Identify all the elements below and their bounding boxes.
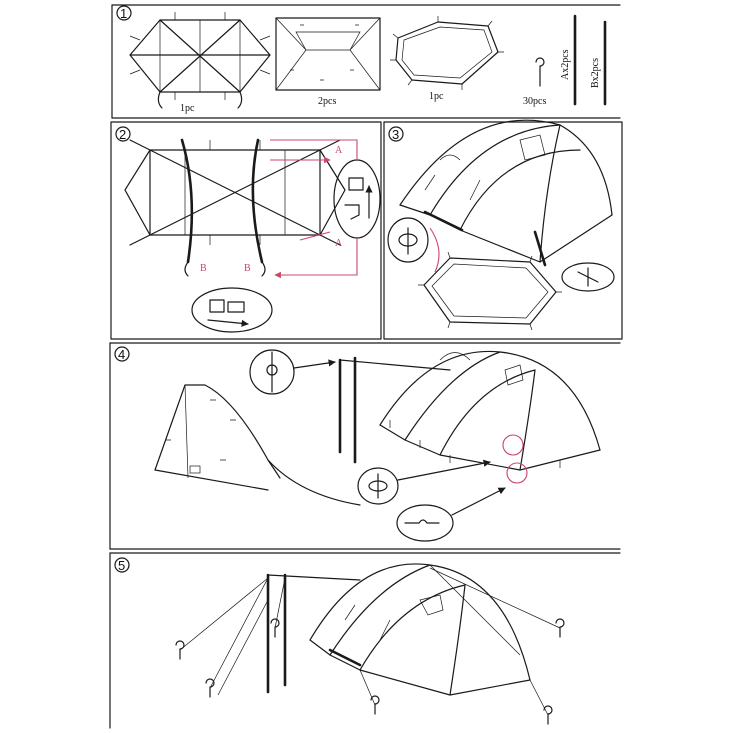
floor-sheet: [418, 251, 562, 331]
floor-qty-label: 1pc: [429, 91, 444, 102]
step-5-number: 5: [118, 558, 125, 573]
tent-body-part: [129, 12, 271, 109]
pole-a-label-top: A: [335, 145, 343, 156]
step-2-circle: [115, 126, 131, 142]
hook-detail-callout: [396, 487, 506, 542]
floor-part: [390, 16, 504, 90]
panel-5-final: 5: [109, 552, 621, 729]
panel-4-fly: 4: [109, 342, 621, 550]
step-3-number: 3: [392, 127, 399, 142]
buckle-detail-callout: [191, 287, 273, 333]
step-4-number: 4: [118, 347, 125, 362]
arrow-a-lower: [299, 231, 331, 241]
step-4-circle: [114, 346, 130, 362]
tent-body-with-poles: [124, 138, 346, 277]
pole-b-qty-label: Bx2pcs: [590, 58, 601, 88]
pole-a-label-bottom: A: [335, 238, 343, 249]
panel-3-floor: 3: [383, 119, 623, 340]
panel-2-poles: 2 A A B B: [110, 121, 382, 340]
pole-a-detail-callout: [333, 159, 381, 239]
dome-tent-frame: [399, 119, 613, 267]
pole-b-label-right: B: [244, 263, 251, 274]
clip-highlight-lower: [506, 462, 528, 484]
clip-highlight-upper: [502, 434, 524, 456]
stake-part: [535, 57, 545, 87]
wall-panel-part: [275, 17, 381, 91]
finished-tent: [309, 563, 531, 696]
wall-panel-standing: [154, 384, 361, 506]
guy-lines: [179, 564, 561, 716]
arrow-to-b: [274, 238, 358, 279]
pole-foot-detail-callout: [561, 262, 615, 292]
pole-b-label-left: B: [200, 263, 207, 274]
stake-ring-detail-callout: [357, 459, 491, 505]
tent-qty-label: 1pc: [180, 103, 195, 114]
pole-a-qty-label: Ax2pcs: [560, 49, 571, 80]
ground-stakes: [175, 618, 565, 725]
dome-tent-with-fly: [379, 350, 601, 471]
stake-detail-callout: [387, 217, 440, 273]
step-1-circle: [116, 5, 132, 21]
arrow-to-a-top: [270, 139, 358, 160]
pole-cap-detail-callout: [249, 349, 336, 395]
stake-qty-label: 30pcs: [523, 96, 546, 107]
step-5-circle: [114, 557, 130, 573]
step-3-circle: [388, 126, 404, 142]
panel-1-parts: 1 1pc 2pcs: [111, 4, 621, 119]
step-2-number: 2: [119, 127, 126, 142]
wall-qty-label: 2pcs: [318, 96, 336, 107]
step-1-number: 1: [120, 6, 127, 21]
